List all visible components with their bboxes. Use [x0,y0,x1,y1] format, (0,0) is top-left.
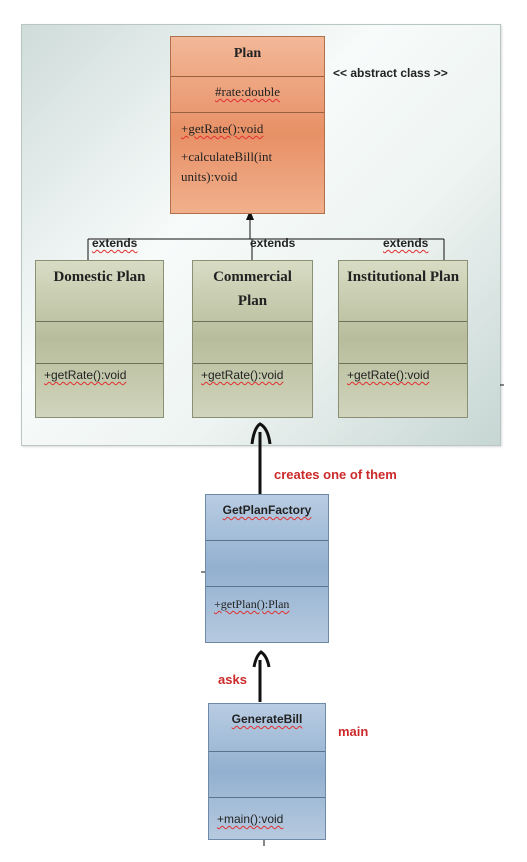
institutional-plan-class: Institutional Plan +getRate():void [338,260,468,418]
plan-attribute: #rate:double [215,84,280,99]
commercial-plan-attributes-section [193,322,312,364]
institutional-plan-method: +getRate():void [347,368,430,382]
commercial-plan-class-name: Commercial Plan [213,269,292,309]
generate-bill-class: GenerateBill +main():void [208,703,326,840]
plan-methods-section: +getRate():void +calculateBill(int units… [171,113,324,213]
domestic-plan-name-section: Domestic Plan [36,261,163,322]
generate-bill-name-section: GenerateBill [209,704,325,752]
institutional-plan-name-section: Institutional Plan [339,261,467,322]
domestic-plan-class-name: Domestic Plan [53,269,146,285]
factory-methods-section: +getPlan():Plan [206,587,328,642]
commercial-plan-name-section: Commercial Plan [193,261,312,322]
plan-method-get-rate: +getRate():void [181,121,264,136]
extends-label-domestic: extends [92,236,138,250]
factory-attributes-section [206,541,328,587]
creates-arrow-head [250,422,272,445]
factory-method: +getPlan():Plan [214,597,290,611]
domestic-plan-attributes-section [36,322,163,364]
factory-name-section: GetPlanFactory [206,495,328,541]
institutional-plan-attributes-section [339,322,467,364]
asks-annotation: asks [218,672,247,687]
institutional-plan-class-name: Institutional Plan [346,269,460,285]
domestic-plan-method: +getRate():void [44,368,127,382]
institutional-plan-methods-section: +getRate():void [339,364,467,417]
asks-arrow-head [252,650,271,668]
creates-annotation: creates one of them [274,467,397,482]
main-annotation: main [338,724,369,739]
generate-bill-methods-section: +main():void [209,798,325,839]
plan-class-name: Plan [233,46,262,61]
domestic-plan-methods-section: +getRate():void [36,364,163,417]
abstract-class-stereotype: << abstract class >> [333,66,448,80]
commercial-plan-methods-section: +getRate():void [193,364,312,417]
generate-bill-attributes-section [209,752,325,798]
domestic-plan-class: Domestic Plan +getRate():void [35,260,164,418]
generalization-arrowhead [246,210,254,220]
get-plan-factory-class: GetPlanFactory +getPlan():Plan [205,494,329,643]
plan-attributes-section: #rate:double [171,77,324,113]
extends-label-commercial: extends [250,236,296,250]
plan-name-section: Plan [171,37,324,77]
factory-class-name: GetPlanFactory [222,503,312,517]
commercial-plan-method: +getRate():void [201,368,284,382]
extends-label-institutional: extends [383,236,429,250]
commercial-plan-class: Commercial Plan +getRate():void [192,260,313,418]
generate-bill-method: +main():void [217,812,284,826]
plan-method-calculate-bill: +calculateBill(int units):void [181,149,273,184]
generate-bill-class-name: GenerateBill [231,712,303,726]
plan-class: Plan #rate:double +getRate():void +calcu… [170,36,325,214]
